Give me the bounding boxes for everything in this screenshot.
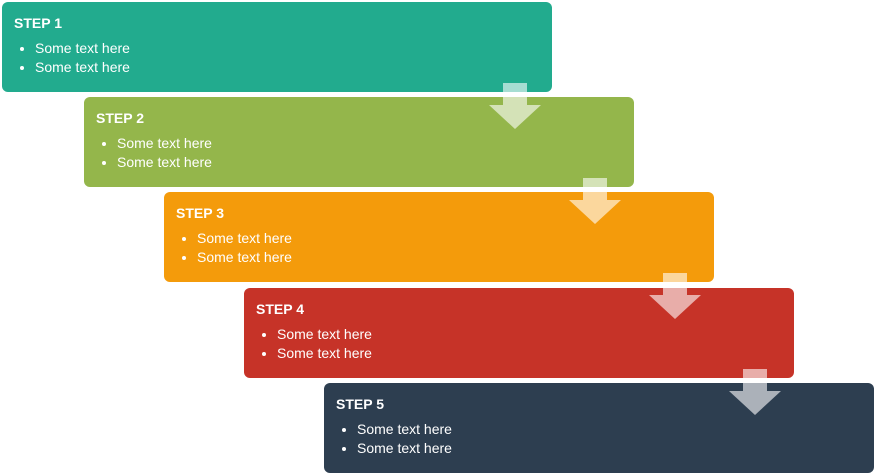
down-arrow-icon [569, 178, 621, 224]
step-2-item-2: Some text here [117, 153, 622, 172]
step-5-box: STEP 5 Some text here Some text here [324, 383, 874, 473]
step-1-list: Some text here Some text here [14, 39, 540, 77]
step-3-title: STEP 3 [176, 205, 224, 221]
step-4-item-2: Some text here [277, 344, 782, 363]
down-arrow-icon [729, 369, 781, 415]
down-arrow-icon [489, 83, 541, 129]
step-3-box: STEP 3 Some text here Some text here [164, 192, 714, 282]
step-3-item-1: Some text here [197, 229, 702, 248]
step-4-item-1: Some text here [277, 325, 782, 344]
step-5-title: STEP 5 [336, 396, 384, 412]
step-1-item-1: Some text here [35, 39, 540, 58]
step-1-item-2: Some text here [35, 58, 540, 77]
step-3-item-2: Some text here [197, 248, 702, 267]
step-2-list: Some text here Some text here [96, 134, 622, 172]
step-4-box: STEP 4 Some text here Some text here [244, 288, 794, 378]
step-1-title: STEP 1 [14, 15, 62, 31]
step-4-list: Some text here Some text here [256, 325, 782, 363]
step-4-title: STEP 4 [256, 301, 304, 317]
step-3-list: Some text here Some text here [176, 229, 702, 267]
step-2-title: STEP 2 [96, 110, 144, 126]
step-2-item-1: Some text here [117, 134, 622, 153]
down-arrow-icon [649, 273, 701, 319]
step-1-box: STEP 1 Some text here Some text here [2, 2, 552, 92]
step-5-list: Some text here Some text here [336, 420, 862, 458]
step-2-box: STEP 2 Some text here Some text here [84, 97, 634, 187]
step-5-item-1: Some text here [357, 420, 862, 439]
step-5-item-2: Some text here [357, 439, 862, 458]
